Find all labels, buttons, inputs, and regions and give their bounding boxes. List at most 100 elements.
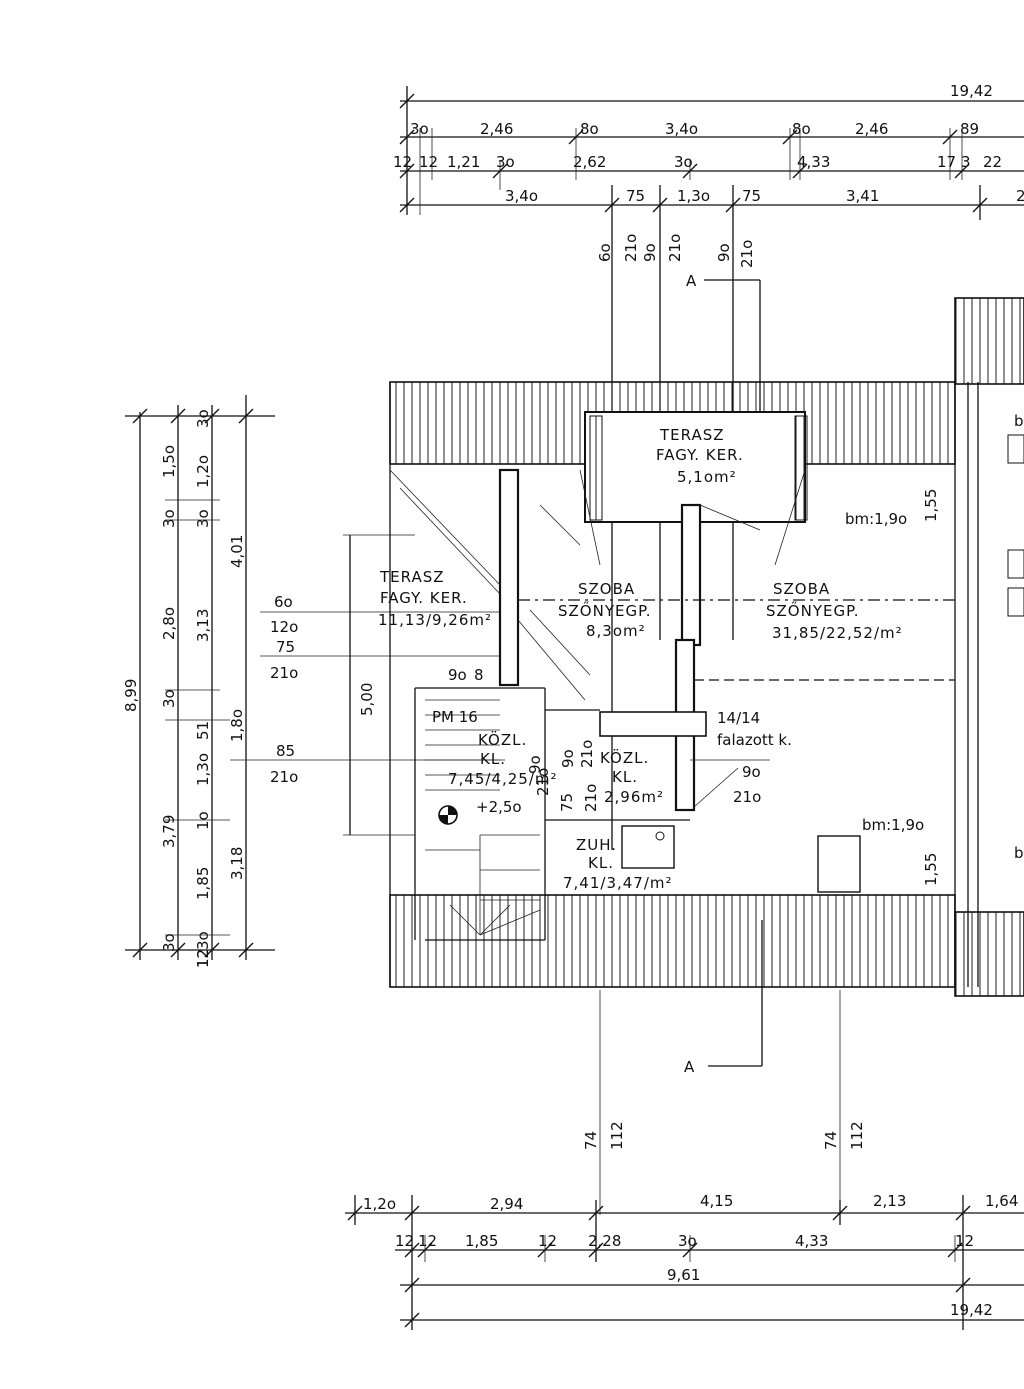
room-szoba-1-sub: SZŐNYEGP. [558, 600, 652, 620]
room-szoba-1-area: 8,3om² [586, 622, 646, 640]
dim-bot-r2-g: 4,33 [795, 1232, 828, 1250]
dim-top-r2-e: 2,62 [573, 153, 606, 171]
section-marker-bottom: A [684, 920, 763, 1076]
bottom-dimension-chain: 1,2o 2,94 4,15 2,13 1,64 12 12 1,85 12 2… [345, 1192, 1024, 1330]
room-terasz-2-name: TERASZ [379, 568, 445, 586]
dim-top-r2-c: 1,21 [447, 153, 480, 171]
open-top-2: 21o [622, 234, 640, 262]
open-top-1: 6o [596, 243, 614, 262]
dim-top-r2-f: 3o [674, 153, 693, 171]
note-wall-2: falazott k. [717, 731, 792, 749]
dim-left-c4-b: 1,8o [228, 709, 246, 742]
dim-top-r2-g: 4,33 [797, 153, 830, 171]
room-terasz-1-area: 5,1om² [677, 468, 737, 486]
dim-bot-r1-d: 2,13 [873, 1192, 906, 1210]
dim-left-c2-g: 3o [194, 931, 212, 950]
room-zuh-name: ZUH. [576, 836, 617, 854]
note-door-4b: 21o [733, 788, 761, 806]
open-top-6: 21o [738, 240, 756, 268]
room-szoba-2-sub: SZŐNYEGP. [766, 600, 860, 620]
shower-drain-icon [655, 831, 665, 841]
dim-left-c3-b: 1,2o [194, 455, 212, 488]
room-terasz-2-area: 11,13/9,26m² [378, 611, 492, 629]
note-wall: 14/14 [717, 709, 760, 727]
room-szoba-1-name: SZOBA [578, 580, 635, 598]
note-door-1b: 21o [578, 740, 596, 768]
dim-bot-r2-d: 12 [538, 1232, 557, 1250]
dim-top-r1-d: 3,4o [665, 120, 698, 138]
note-bm-1: bm:1,9o [845, 510, 907, 528]
dim-bot-r2-h: 12 [955, 1232, 974, 1250]
dim-top-r1-b: 2,46 [480, 120, 513, 138]
open-left-1: 6o [274, 593, 293, 611]
dim-left-c2-f: 1,85 [194, 867, 212, 900]
dim-left-c3-e: 51 [194, 721, 212, 740]
open-bot-1: 74 [582, 1131, 600, 1150]
room-kozl-1-name: KÖZL. [478, 730, 527, 749]
dim-bot-r3: 9,61 [667, 1266, 700, 1284]
dim-top-r3-a: 3,4o [505, 187, 538, 205]
section-label-bottom: A [684, 1058, 695, 1076]
left-opening-dims: 6o 12o 75 21o 85 21o 5,00 [230, 534, 505, 836]
dim-left-c3-g: 12 [194, 949, 212, 968]
staircase [425, 699, 541, 936]
dim-top-r2-a: 12 [393, 153, 412, 171]
dim-top-r3-c: 1,3o [677, 187, 710, 205]
note-bm-2-dim: 1,55 [922, 853, 940, 886]
dim-left-c2-c: 2,8o [160, 607, 178, 640]
room-szoba-2-area: 31,85/22,52/m² [772, 624, 903, 642]
dim-left-c2-e: 1,3o [194, 753, 212, 786]
dim-top-r3-e: 3,41 [846, 187, 879, 205]
dim-top-r2-b: 12 [419, 153, 438, 171]
top-dimension-chain: 19,42 3o 2,46 8o 3,4o 8o 2,46 89 12 12 1… [393, 82, 1024, 850]
dim-left-c3-c: 3o [194, 509, 212, 528]
dim-top-r2-j: 22 [983, 153, 1002, 171]
left-dimension-chain: 8,99 3,79 3o 1,5o 3o 2,8o 3o 1,3o 1,85 3… [122, 395, 275, 968]
dim-bot-r1-e: 1,64 [985, 1192, 1018, 1210]
room-zuh-sub: KL. [588, 854, 614, 872]
note-bm-1-dim: 1,55 [922, 489, 940, 522]
dim-left-c2-d: 3o [160, 689, 178, 708]
open-bot-3: 74 [822, 1131, 840, 1150]
dim-left-c1-b: 3o [160, 933, 178, 952]
dim-left-c2-h: 12 [194, 949, 212, 968]
dim-top-r1-g: 89 [960, 120, 979, 138]
open-left-4: 21o [270, 664, 298, 682]
note-door-3: 75 [558, 793, 576, 812]
roof-band-right-top [954, 297, 1024, 385]
room-kozl-1-sub: KL. [480, 750, 506, 768]
room-terasz-1-name: TERASZ [659, 426, 725, 444]
note-bm-2: bm:1,9o [862, 816, 924, 834]
dim-top-r3-f: 2 [1016, 187, 1024, 205]
dim-bot-r2-e: 2,28 [588, 1232, 621, 1250]
dim-top-r2-h: 17 [937, 153, 956, 171]
section-label-top: A [686, 272, 697, 290]
open-top-3: 9o [641, 243, 659, 262]
dim-top-r1-a: 3o [410, 120, 429, 138]
open-left-2: 12o [270, 618, 298, 636]
dim-left-c2-b: 3o [160, 509, 178, 528]
dim-top-r1-f: 2,46 [855, 120, 888, 138]
dim-top-r1-c: 8o [580, 120, 599, 138]
note-stair: 9o [448, 666, 467, 684]
dim-left-c3-d: 3,13 [194, 609, 212, 642]
dim-left-c2-a: 1,5o [160, 445, 178, 478]
dim-left-c1-a: 3,79 [160, 815, 178, 848]
dim-bot-r1-b: 2,94 [490, 1195, 523, 1213]
note-pm: PM 16 [432, 708, 478, 726]
open-bot-4: 112 [848, 1121, 866, 1150]
dim-left-total: 8,99 [122, 679, 140, 712]
dim-left-c3-f: 1o [194, 811, 212, 830]
room-zuh-area: 7,41/3,47/m² [563, 874, 673, 892]
room-terasz-1-sub: FAGY. KER. [656, 446, 744, 464]
note-level: +2,5o [476, 798, 522, 816]
dim-bot-r1-c: 4,15 [700, 1192, 733, 1210]
room-szoba-2-name: SZOBA [773, 580, 830, 598]
dim-bot-r2-a: 12 [395, 1232, 414, 1250]
note-door-2b: 21o [534, 768, 552, 796]
roof-band-right-bottom [954, 911, 1024, 997]
note-stair-2: 8 [474, 666, 484, 684]
top-opening-dims: 6o 21o 9o 21o 9o 21o [596, 234, 756, 268]
dim-top-total: 19,42 [950, 82, 993, 100]
dim-left-c4-c: 3,18 [228, 847, 246, 880]
